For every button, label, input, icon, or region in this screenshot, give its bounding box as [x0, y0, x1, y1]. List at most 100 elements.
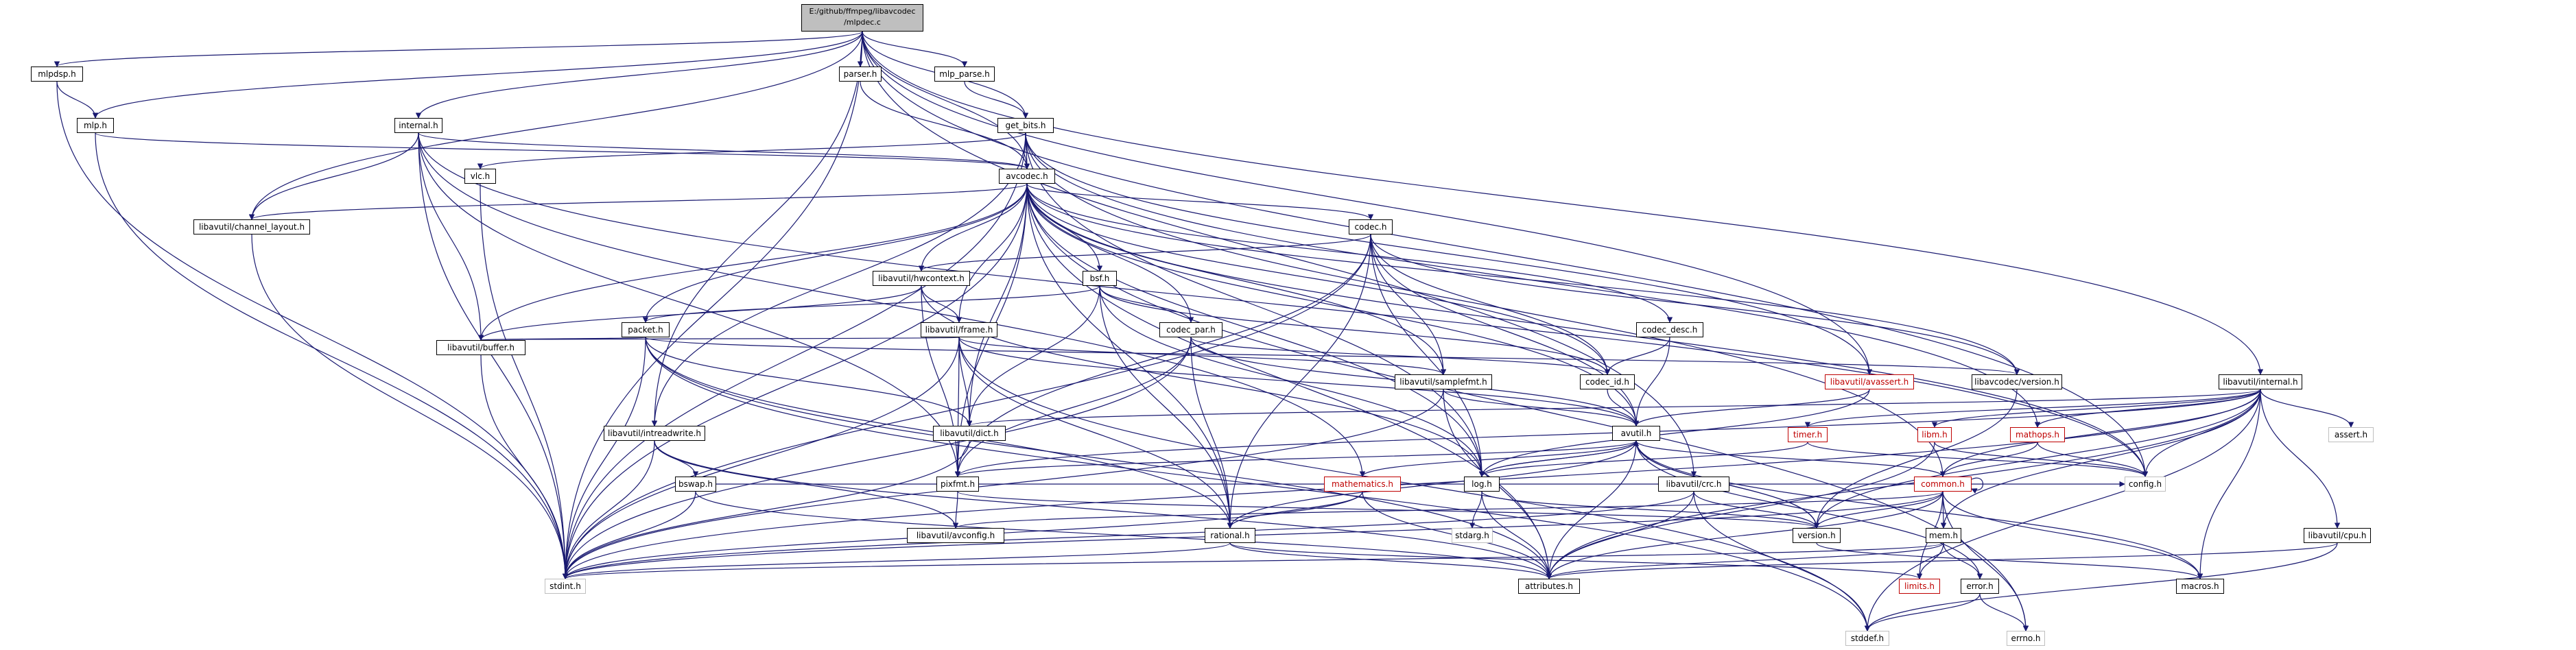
node-dict-h[interactable]: libavutil/dict.h: [933, 426, 1006, 441]
node-macros-h[interactable]: macros.h: [2176, 579, 2224, 594]
node-libavcodec-version-h[interactable]: libavcodec/version.h: [1972, 374, 2062, 389]
edge-common-self: [1971, 477, 1984, 494]
edge-codec-to-lavc_version: [1370, 234, 2020, 375]
edge-bswap-to-stdint: [562, 491, 696, 579]
edge-codec-to-avutil: [1370, 234, 1640, 426]
edge-frame-to-avutil: [958, 337, 1640, 426]
node-samplefmt-h[interactable]: libavutil/samplefmt.h: [1395, 374, 1492, 389]
node-intreadwrite-h[interactable]: libavutil/intreadwrite.h: [604, 426, 705, 441]
edge-version-to-macros: [1816, 542, 2203, 579]
edge-rational-to-limits: [1229, 542, 1922, 579]
node-bsf-h[interactable]: bsf.h: [1083, 271, 1117, 286]
edge-codec_par-to-stdint: [562, 337, 1192, 579]
node-log-h[interactable]: log.h: [1464, 477, 1500, 492]
edge-avcodec-to-packet: [642, 183, 1028, 323]
node-avutil-h[interactable]: avutil.h: [1612, 426, 1660, 441]
edge-packet-to-buffer: [478, 334, 646, 341]
node-limits-h[interactable]: limits.h: [1899, 579, 1940, 594]
edge-root-to-mlpdsp: [54, 31, 863, 67]
node-mlpdsp-h[interactable]: mlpdsp.h: [31, 67, 83, 82]
node-error-h[interactable]: error.h: [1961, 579, 1999, 594]
edge-common-to-macros: [1942, 491, 2203, 579]
edge-log-to-version: [1481, 491, 1820, 529]
edge-avutil-to-macros: [1635, 440, 2203, 579]
node-config-h: config.h: [2125, 477, 2166, 492]
node-common-h[interactable]: common.h: [1914, 477, 1972, 492]
node-cpu-h[interactable]: libavutil/cpu.h: [2304, 528, 2371, 543]
node-hwcontext-h[interactable]: libavutil/hwcontext.h: [873, 271, 970, 286]
edge-frame-to-samplefmt: [958, 337, 1447, 375]
node-avcodec-h[interactable]: avcodec.h: [999, 169, 1055, 184]
node-get-bits-h[interactable]: get_bits.h: [997, 118, 1054, 133]
edge-cpu-to-attributes: [1546, 542, 2338, 579]
edge-bsf-to-codec_id: [1099, 285, 1611, 375]
node-libavutil-internal-h[interactable]: libavutil/internal.h: [2219, 374, 2302, 389]
edge-internal-to-channel_layout: [248, 132, 419, 220]
edge-mem-to-error: [1943, 542, 1983, 579]
edge-mathops-to-common: [1939, 442, 2038, 477]
edge-log-to-attributes: [1481, 491, 1552, 579]
node-mathops-h[interactable]: mathops.h: [2010, 427, 2065, 442]
node-buffer-h[interactable]: libavutil/buffer.h: [436, 340, 525, 355]
edge-avcodec-to-frame: [956, 183, 1028, 323]
edge-internal-to-buffer: [418, 132, 484, 341]
node-mathematics-h[interactable]: mathematics.h: [1324, 477, 1401, 492]
node-pixfmt-h[interactable]: pixfmt.h: [936, 477, 979, 492]
node-codec-desc-h[interactable]: codec_desc.h: [1636, 322, 1703, 337]
edge-lavu_internal-to-timer: [1804, 389, 2261, 428]
node-channel-layout-h[interactable]: libavutil/channel_layout.h: [193, 219, 310, 234]
edge-root-to-stdint: [562, 31, 863, 579]
node-codec-h[interactable]: codec.h: [1349, 219, 1393, 234]
edge-codec-to-codec_id: [1370, 234, 1611, 375]
edge-mem-to-stdint: [563, 542, 1944, 579]
edge-timer-to-config: [1807, 442, 2149, 477]
edge-avcodec-to-channel_layout: [249, 183, 1028, 220]
edge-lavu_internal-to-pixfmt: [955, 389, 2261, 477]
edge-root-to-intreadwrite: [651, 31, 863, 426]
node-mlp-parse-h[interactable]: mlp_parse.h: [934, 67, 995, 82]
edge-bsf-to-packet: [642, 285, 1100, 323]
edge-avcodec-to-hwcontext: [918, 183, 1028, 272]
node-frame-h[interactable]: libavutil/frame.h: [921, 322, 997, 337]
node-mem-h[interactable]: mem.h: [1926, 528, 1961, 543]
node-vlc-h[interactable]: vlc.h: [464, 169, 496, 184]
node-avconfig-h[interactable]: libavutil/avconfig.h: [907, 528, 1004, 543]
node-internal-h[interactable]: internal.h: [394, 118, 442, 133]
edge-lavu_internal-to-macros: [2197, 389, 2261, 579]
edge-lavu_internal-to-cpu: [2260, 389, 2341, 529]
edge-hwcontext-to-pixfmt: [921, 285, 961, 477]
edge-internal-to-mathematics: [418, 132, 1366, 477]
node-libm-h[interactable]: libm.h: [1917, 427, 1952, 442]
edge-pixfmt-to-avconfig: [952, 491, 959, 529]
node-mlp-h[interactable]: mlp.h: [77, 118, 114, 133]
edge-dict-to-stdint: [562, 440, 970, 579]
edge-root-to-config: [862, 31, 2149, 477]
node-packet-h[interactable]: packet.h: [622, 322, 670, 337]
edge-codec_par-to-pixfmt: [954, 337, 1192, 477]
edge-get_bits-to-avassert: [1025, 132, 1873, 375]
edge-avcodec-to-samplefmt: [1026, 183, 1447, 375]
edge-avcodec-to-config: [1026, 183, 2149, 477]
node-stdarg-h: stdarg.h: [1452, 528, 1493, 543]
node-bswap-h[interactable]: bswap.h: [675, 477, 716, 492]
edge-root-to-mlp: [92, 31, 863, 119]
node-attributes-h[interactable]: attributes.h: [1518, 579, 1580, 594]
edge-crc-to-stdint: [562, 491, 1694, 579]
edge-avutil-to-attributes: [1546, 440, 1637, 579]
edge-bsf-to-codec_par: [1099, 285, 1194, 323]
edge-get_bits-to-common: [1025, 132, 1946, 477]
node-avassert-h[interactable]: libavutil/avassert.h: [1825, 374, 1914, 389]
edge-internal-to-config: [418, 132, 2149, 477]
node-codec-par-h[interactable]: codec_par.h: [1159, 322, 1222, 337]
node-crc-h[interactable]: libavutil/crc.h: [1658, 477, 1729, 492]
node-rational-h[interactable]: rational.h: [1205, 528, 1255, 543]
edge-common-to-version: [1813, 491, 1943, 529]
edge-avassert-to-avutil: [1633, 389, 1870, 426]
node-timer-h[interactable]: timer.h: [1788, 427, 1828, 442]
edge-rational-to-stdint: [563, 542, 1231, 579]
edge-pixfmt-to-version: [957, 491, 1819, 529]
node-version-h[interactable]: version.h: [1793, 528, 1841, 543]
edge-avcodec-to-stdint: [562, 183, 1028, 579]
node-codec-id-h[interactable]: codec_id.h: [1580, 374, 1635, 389]
node-parser-h[interactable]: parser.h: [839, 67, 882, 82]
